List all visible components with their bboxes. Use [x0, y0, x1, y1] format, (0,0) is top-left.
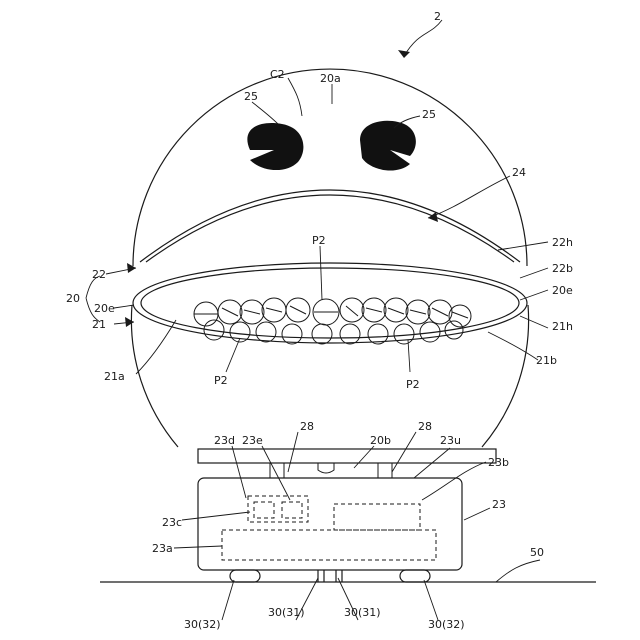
- label-foot-left: 30(32): [184, 618, 221, 631]
- label-edge-left: 20e: [94, 302, 115, 315]
- label-foot-right: 30(32): [428, 618, 465, 631]
- mouth-rim-outer: [133, 263, 527, 343]
- box-23d: [254, 502, 274, 518]
- label-eye-right: 25: [422, 108, 436, 121]
- label-hinge: 22h: [552, 236, 573, 249]
- label-support-b: 28: [418, 420, 432, 433]
- label-c2: C2: [270, 68, 285, 81]
- label-upper-shell: 22: [92, 268, 106, 281]
- label-lower-shell: 21: [92, 318, 106, 331]
- feet: [230, 570, 430, 582]
- label-hinge-lower: 21h: [552, 320, 573, 333]
- sphere-outline-upper: [133, 69, 527, 266]
- label-piece-left: P2: [214, 374, 228, 387]
- label-lower-shell-b: 21b: [536, 354, 557, 367]
- box-23e: [282, 502, 302, 518]
- label-box-23b: 23b: [488, 456, 509, 469]
- label-top: 20a: [320, 72, 341, 85]
- label-upper-shell-b: 22b: [552, 262, 573, 275]
- label-box-23c: 23c: [162, 516, 182, 529]
- label-base-top: 23u: [440, 434, 461, 447]
- label-support-a: 28: [300, 420, 314, 433]
- label-piece-top: P2: [312, 234, 326, 247]
- label-device: 2: [434, 10, 441, 23]
- label-eye-left: 25: [244, 90, 258, 103]
- box-23b: [334, 504, 420, 530]
- label-box-23d: 23d: [214, 434, 235, 447]
- label-cover-edge: 20b: [370, 434, 391, 447]
- label-mouth-inner: 24: [512, 166, 526, 179]
- label-base: 23: [492, 498, 506, 511]
- lid-upper-edge: [140, 190, 520, 262]
- base-plate: [198, 449, 496, 463]
- lid-upper-edge-inner: [146, 195, 514, 262]
- label-box-23a: 23a: [152, 542, 173, 555]
- eye-right-icon: [360, 121, 416, 171]
- arrowheads: [125, 50, 438, 327]
- label-piece-right: P2: [406, 378, 420, 391]
- base-box: [198, 478, 462, 570]
- label-floor: 50: [530, 546, 544, 559]
- label-edge-right: 20e: [552, 284, 573, 297]
- label-foot-mid-right: 30(31): [344, 606, 381, 619]
- label-lower-inner: 21a: [104, 370, 125, 383]
- label-foot-mid-left: 30(31): [268, 606, 305, 619]
- eye-left-icon: [247, 123, 303, 170]
- label-box-23e: 23e: [242, 434, 263, 447]
- box-23a: [222, 530, 436, 560]
- label-shell: 20: [66, 292, 80, 305]
